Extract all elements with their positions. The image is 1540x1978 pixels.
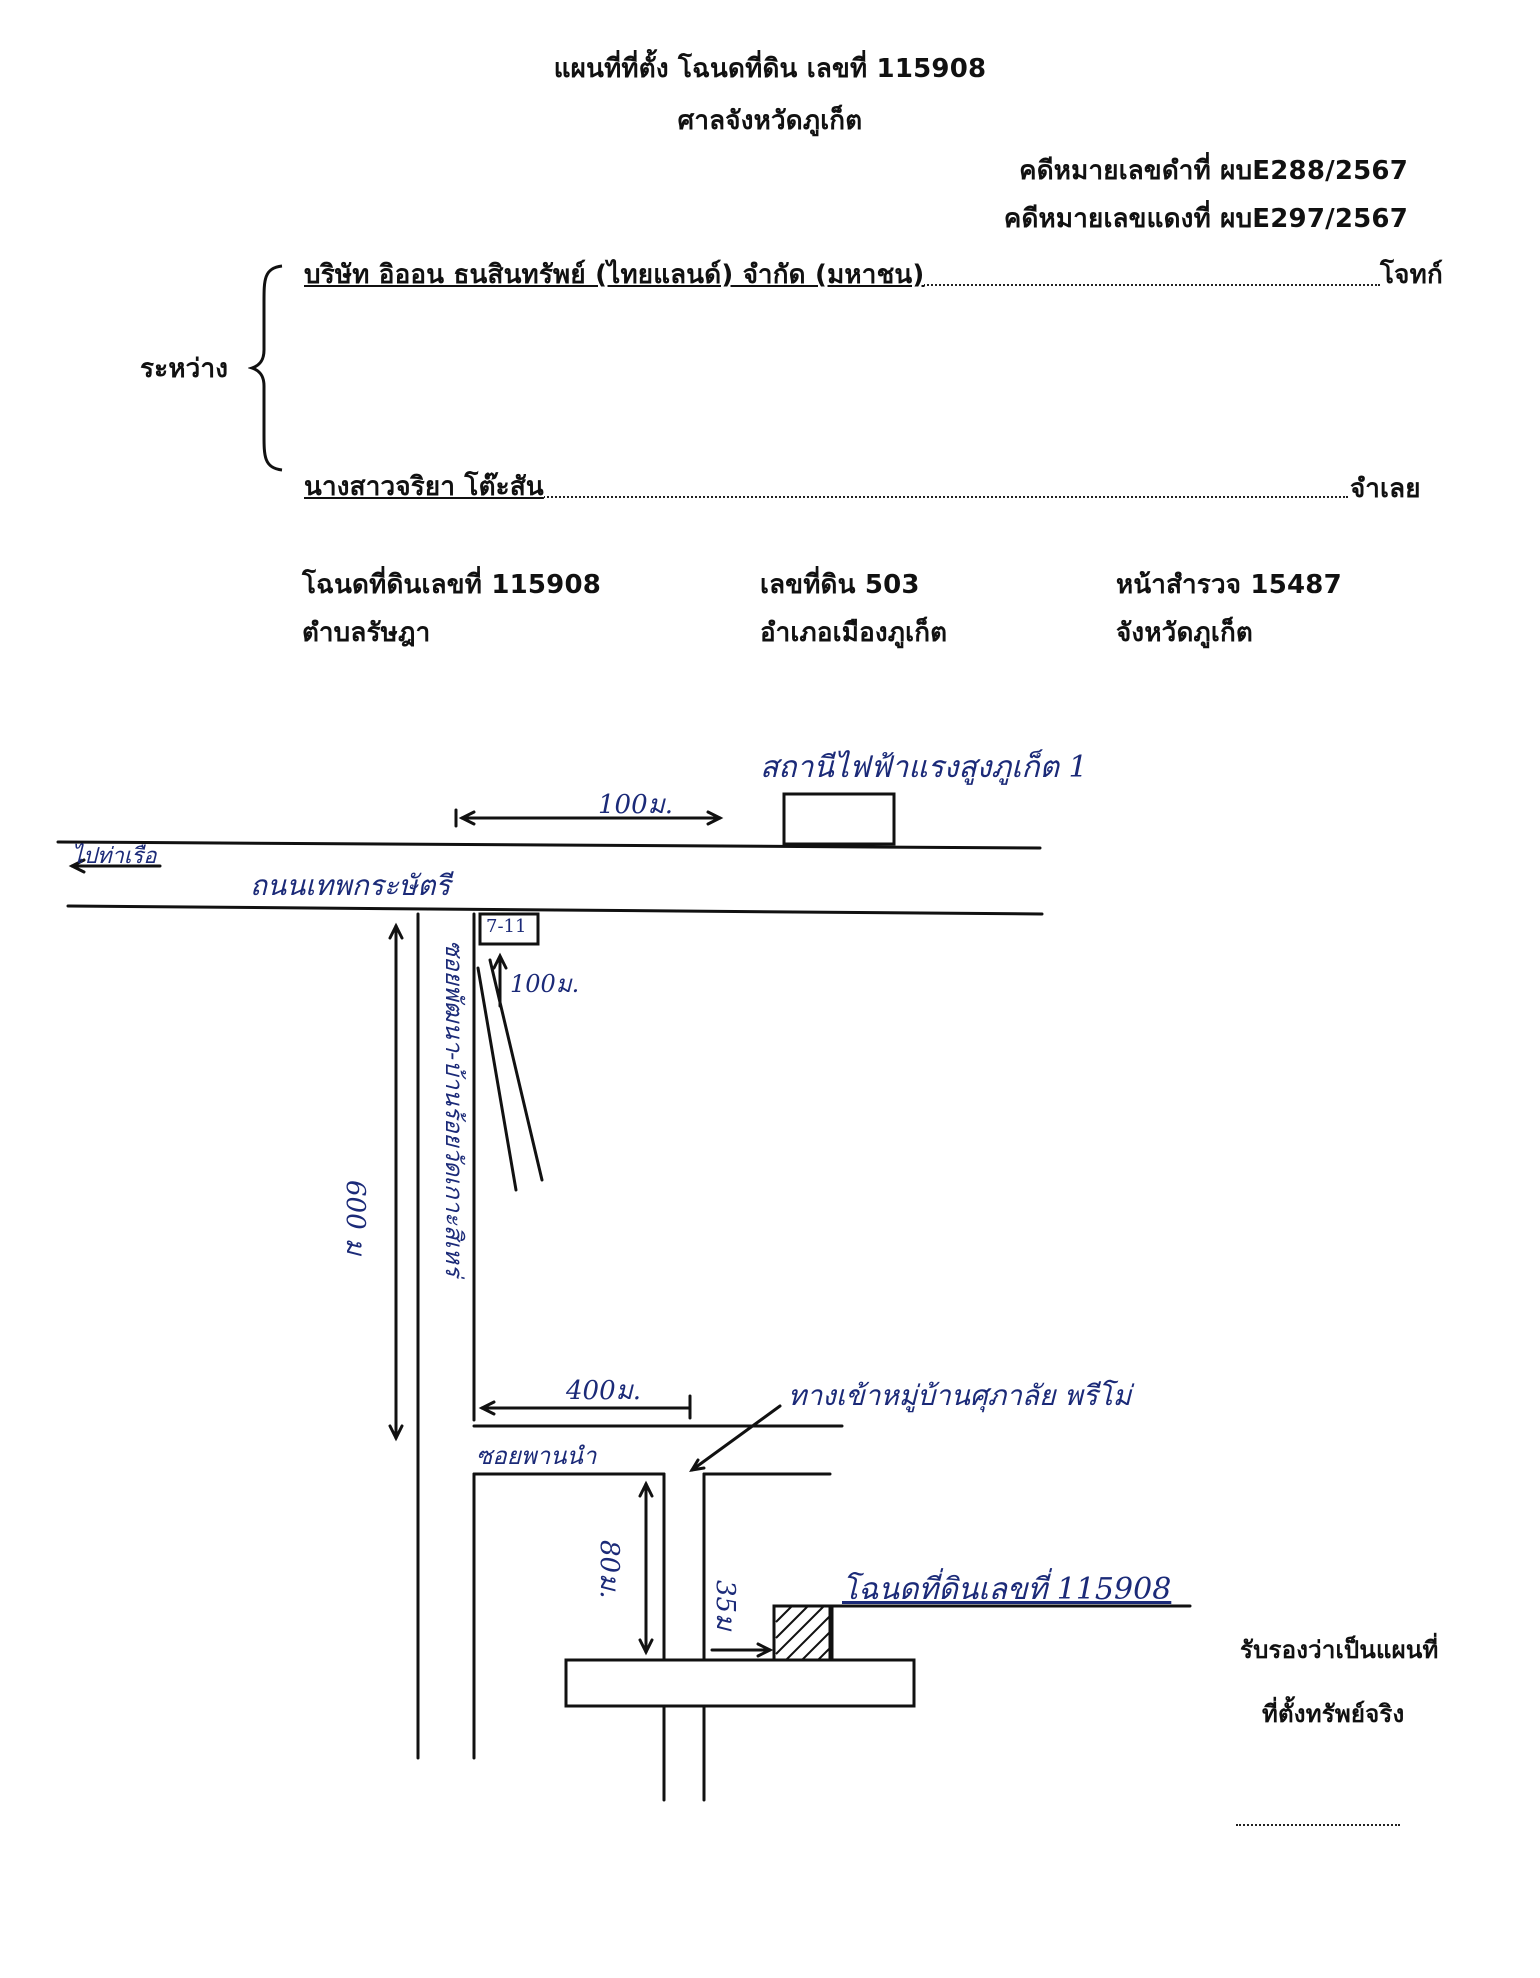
survey-page: หน้าสำรวจ 15487: [1116, 570, 1342, 600]
signature-line: [1236, 1822, 1400, 1826]
distance-soi-main: 600 ม: [340, 1180, 370, 1256]
arrow-head: [638, 1480, 654, 1498]
main-road-top-edge: [56, 840, 1042, 850]
power-station-building: [782, 792, 896, 846]
cross-road: [564, 1658, 916, 1708]
seven-eleven-building: [478, 912, 540, 946]
certification-line-1: รับรองว่าเป็นแผนที่: [1240, 1636, 1439, 1664]
defendant-name: นางสาวจริยา โต๊ะสัน: [304, 472, 544, 502]
district: อำเภอเมืองภูเก็ต: [760, 618, 948, 648]
village-entrance-label: ทางเข้าหมู่บ้านศุภาลัย พรีโม่: [788, 1379, 1132, 1412]
certification-line-2: ที่ตั้งทรัพย์จริง: [1262, 1700, 1405, 1728]
plaintiff-role: โจทก์: [1380, 260, 1443, 290]
deed-number: โฉนดที่ดินเลขที่ 115908: [302, 570, 602, 600]
power-station-label: สถานีไฟฟ้าแรงสูงภูเก็ต 1: [760, 750, 1088, 785]
arrow-head: [756, 1642, 774, 1658]
distance-plot: 35ม: [710, 1580, 740, 1631]
distance-seven-eleven: 100ม.: [510, 970, 580, 998]
village-entrance-pointer: [690, 1404, 782, 1472]
distance-village: 80ม.: [594, 1540, 624, 1599]
plot-label: โฉนดที่ดินเลขที่ 115908: [842, 1572, 1172, 1607]
land-number: เลขที่ดิน 503: [760, 570, 920, 600]
arrow-head: [689, 1458, 706, 1473]
seven-eleven-label: 7-11: [486, 916, 527, 937]
arrow-head: [68, 858, 86, 874]
soi-label: ซอยพัฒนา-บ้านร้อยวัดเกาะสิเหร่: [440, 940, 468, 1277]
branch-soi-label: ซอยพานนำ: [476, 1442, 597, 1470]
court-name: ศาลจังหวัดภูเก็ต: [677, 106, 863, 136]
page-title: แผนที่ที่ตั้ง โฉนดที่ดิน เลขที่ 115908: [553, 54, 987, 84]
diagonal-road-right: [488, 958, 544, 1182]
defendant-role: จำเลย: [1350, 474, 1421, 504]
black-case-number: คดีหมายเลขดำที่ ผบE288/2567: [1019, 156, 1408, 186]
plaintiff-name: บริษัท อิออน ธนสินทรัพย์ (ไทยแลนด์) จำกั…: [304, 260, 925, 290]
defendant-line: นางสาวจริยา โต๊ะสัน: [304, 466, 1348, 502]
arrow-head: [388, 922, 404, 940]
main-road-label: ถนนเทพกระษัตรี: [250, 869, 451, 902]
arrow-head: [478, 1400, 496, 1416]
arrow-head: [706, 810, 724, 826]
diagonal-road-left: [476, 966, 518, 1192]
distance-power-station: 100ม.: [598, 790, 674, 820]
between-label: ระหว่าง: [140, 354, 229, 384]
plaintiff-line: บริษัท อิออน ธนสินทรัพย์ (ไทยแลนด์) จำกั…: [304, 254, 1380, 290]
subdistrict: ตำบลรัษฎา: [302, 618, 431, 648]
main-road-bottom-edge: [66, 904, 1044, 916]
brace-icon: [248, 264, 283, 472]
plot-hatching: [775, 1605, 831, 1661]
arrow-head: [492, 952, 508, 970]
red-case-number: คดีหมายเลขแดงที่ ผบE297/2567: [1003, 204, 1408, 234]
arrow-head: [388, 1424, 404, 1442]
province: จังหวัดภูเก็ต: [1116, 618, 1254, 648]
to-city-label: ไปท่าเรือ: [72, 844, 157, 869]
arrow-head: [638, 1638, 654, 1656]
arrow-head: [458, 810, 476, 826]
distance-branch: 400ม.: [566, 1376, 642, 1406]
